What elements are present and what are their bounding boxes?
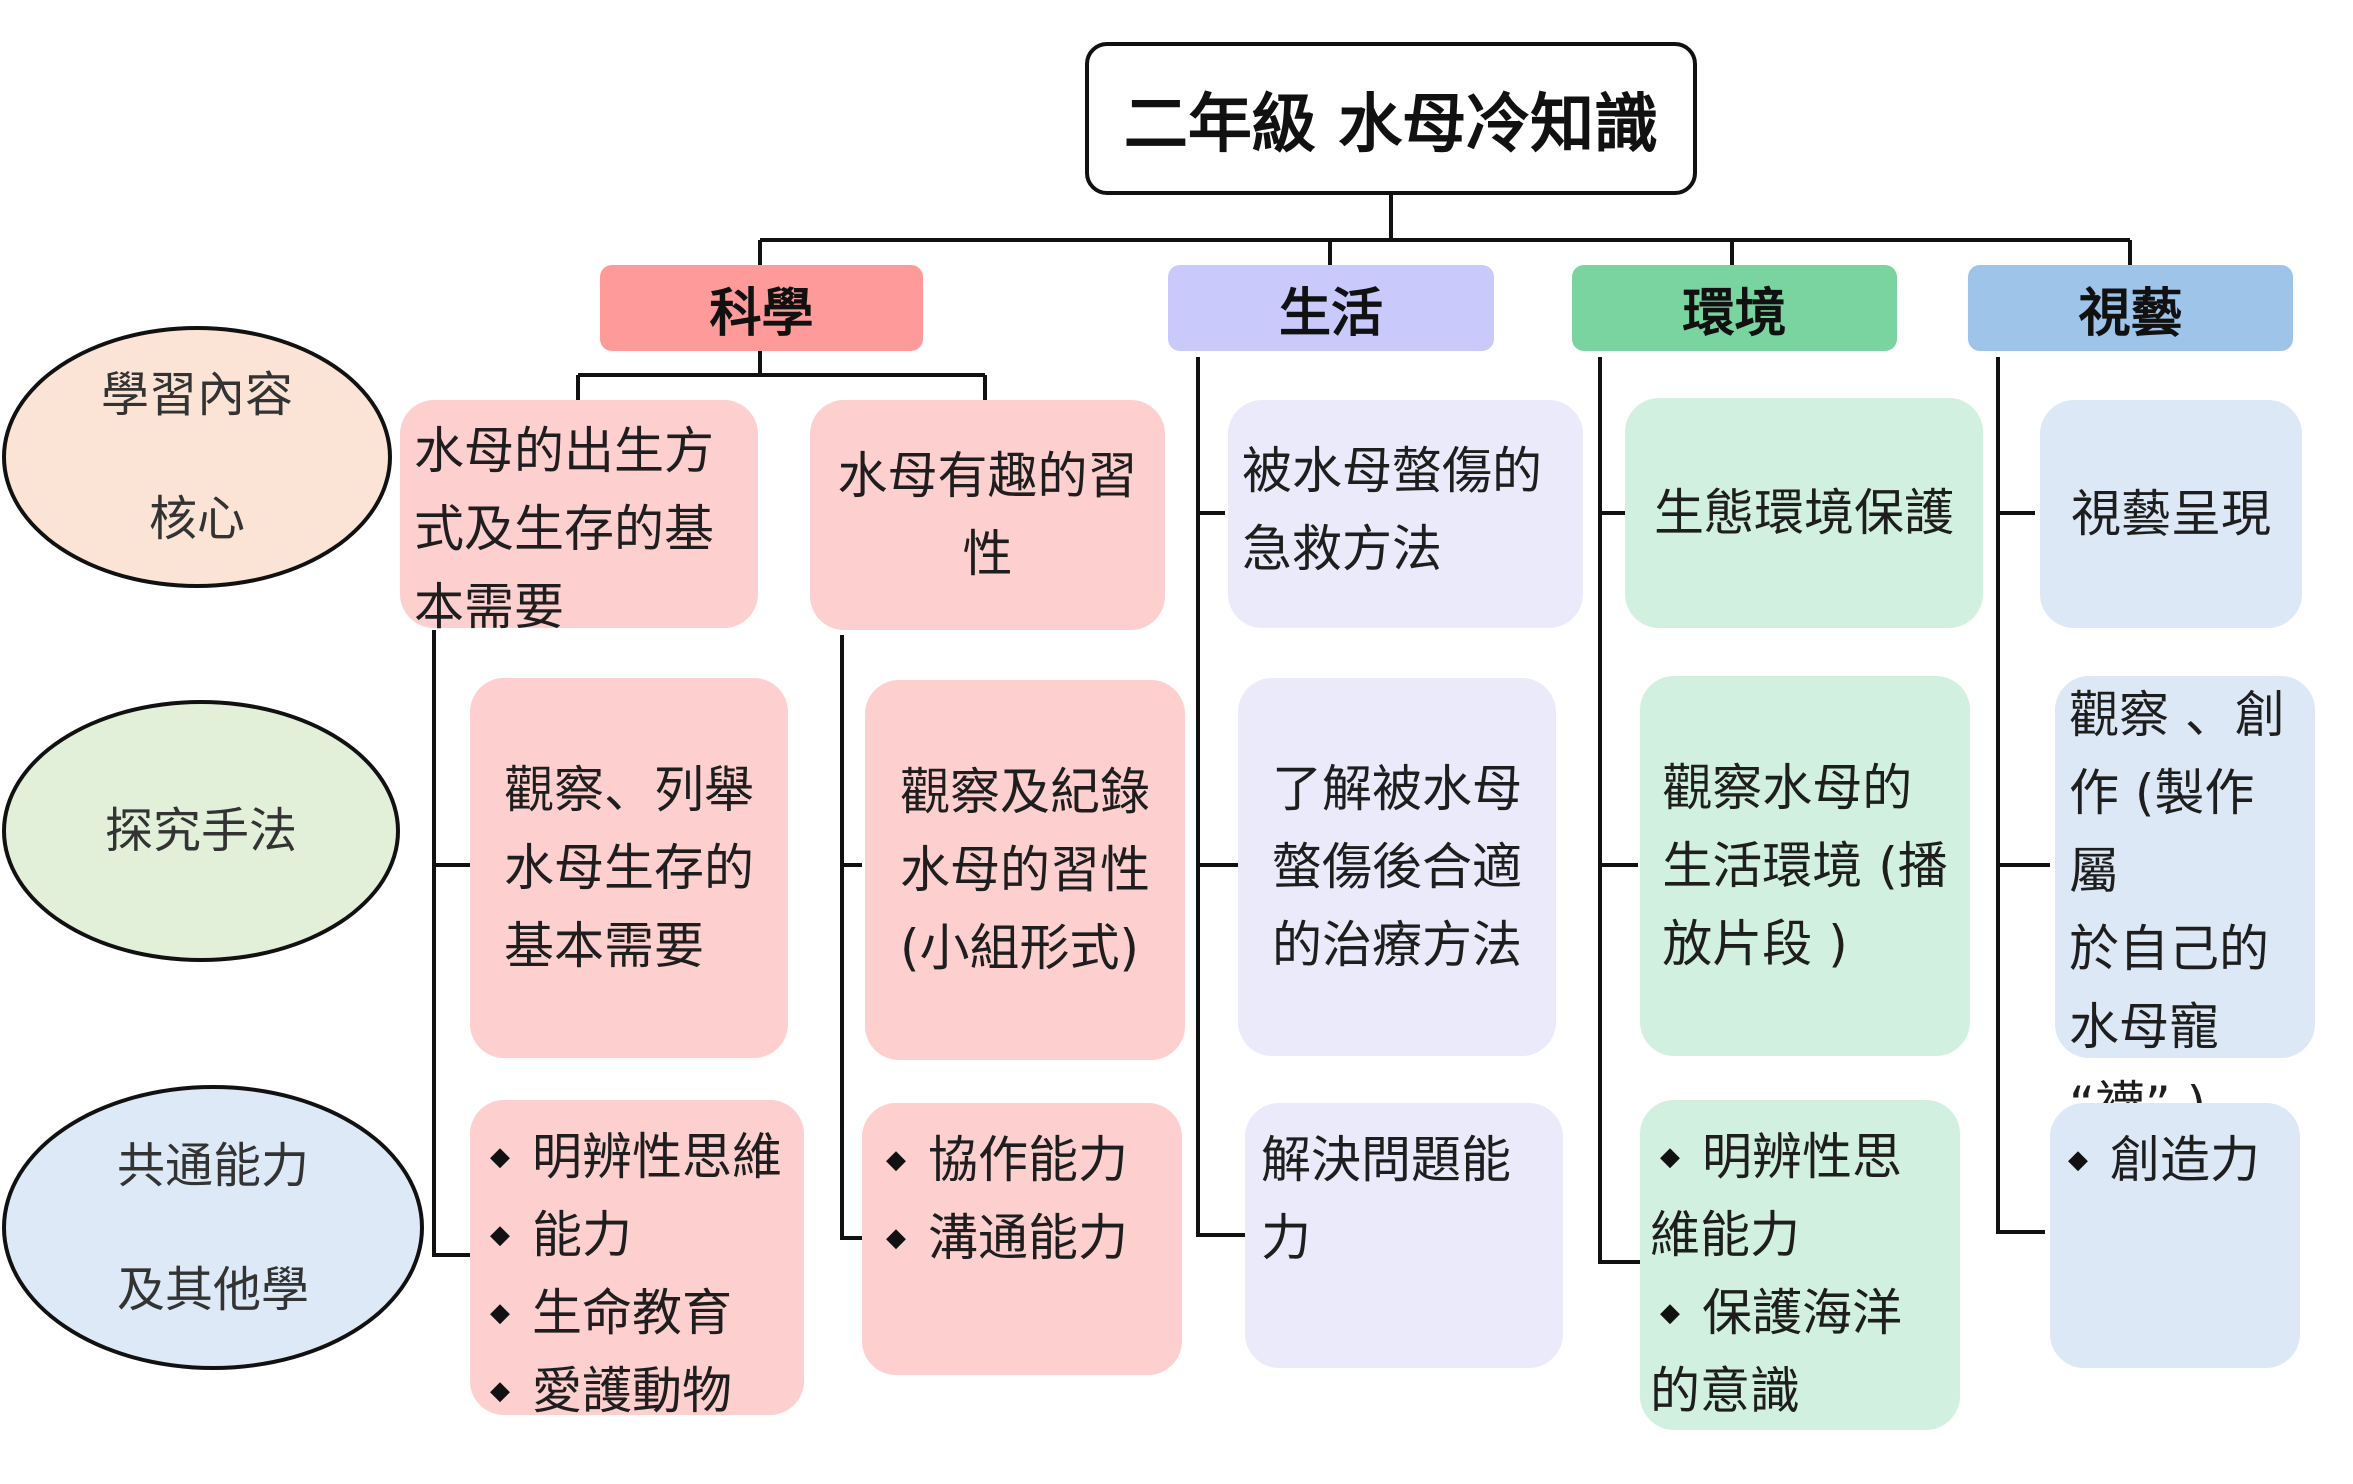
science-b-inquiry-box: 觀察及紀錄 水母的習性 (小組形式)	[865, 680, 1185, 1060]
environment-skills-box: 明辨性思 維能力 保護海洋 的意識	[1640, 1100, 1960, 1430]
row-label-inquiry: 探究手法	[2, 700, 400, 962]
list-item-continuation: 維能力	[1650, 1206, 1800, 1264]
category-environment: 環境	[1572, 265, 1897, 351]
list-item: 明辨性思	[1650, 1118, 1950, 1196]
science-b-skills-box: 協作能力 溝通能力	[862, 1103, 1182, 1375]
list-item: 生命教育	[480, 1274, 794, 1352]
category-life: 生活	[1168, 265, 1494, 351]
category-visual-arts: 視藝	[1968, 265, 2293, 351]
life-skills-box: 解決問題能 力	[1245, 1103, 1563, 1368]
visual-arts-skills-box: 創造力	[2050, 1103, 2300, 1368]
life-inquiry-box: 了解被水母 螫傷後合適 的治療方法	[1238, 678, 1556, 1056]
environment-inquiry-box: 觀察水母的 生活環境 (播 放片段 )	[1640, 676, 1970, 1056]
list-item: 愛護動物	[480, 1352, 794, 1430]
row-label-skills: 共通能力及其他學	[2, 1085, 424, 1370]
list-item-continuation: 的意識	[1650, 1362, 1800, 1420]
list-item: 協作能力	[876, 1121, 1168, 1199]
page-title: 二年級 水母冷知識	[1085, 42, 1697, 195]
row-label-content-core: 學習內容核心	[2, 326, 392, 588]
list-item: 創造力	[2058, 1121, 2292, 1199]
visual-arts-inquiry-box: 觀察 、創 作 (製作屬 於自己的 水母寵 “襪” )	[2055, 676, 2315, 1134]
science-b-content-box: 水母有趣的習 性	[810, 400, 1165, 630]
list-item-continuation: 能力	[480, 1196, 794, 1274]
list-item: 明辨性思維	[480, 1118, 794, 1196]
life-content-box: 被水母螫傷的 急救方法	[1228, 400, 1583, 628]
category-science: 科學	[600, 265, 923, 351]
list-item: 保護海洋	[1650, 1274, 1950, 1352]
environment-content-box: 生態環境保護	[1625, 398, 1983, 628]
science-a-content-box: 水母的出生方 式及生存的基 本需要	[400, 400, 758, 636]
science-a-inquiry-box: 觀察、列舉 水母生存的 基本需要	[470, 678, 788, 1058]
list-item: 溝通能力	[876, 1199, 1168, 1277]
science-a-skills-box: 明辨性思維 能力 生命教育 愛護動物	[470, 1100, 804, 1430]
visual-arts-content-box: 視藝呈現	[2040, 400, 2302, 628]
